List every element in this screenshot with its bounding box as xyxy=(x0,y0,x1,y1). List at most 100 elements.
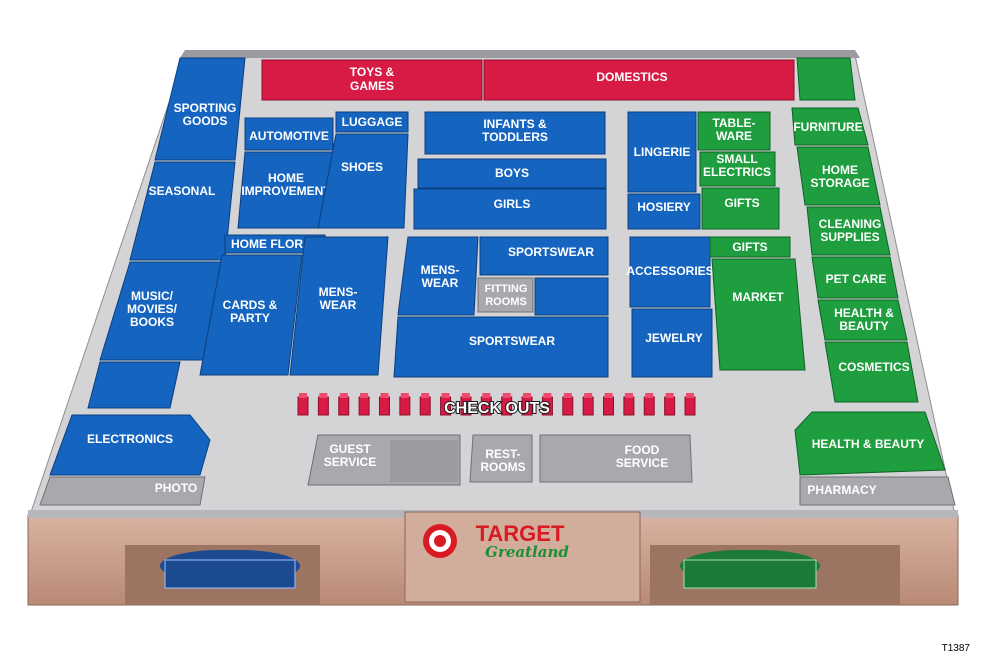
checkout-lane xyxy=(521,393,533,416)
restrooms[interactable]: REST-ROOMS xyxy=(469,434,533,483)
dept-sportswear-top[interactable]: SPORTSWEAR xyxy=(479,236,609,276)
checkout-lane xyxy=(684,393,696,416)
target-logo: TARGET Greatland xyxy=(423,521,569,561)
dept-hosiery[interactable]: HOSIERY xyxy=(627,193,701,230)
dept-music-movies-books[interactable]: MUSIC/MOVIES/BOOKS xyxy=(99,261,226,361)
checkout-lane xyxy=(582,393,594,416)
logo-brand: TARGET xyxy=(476,521,565,546)
dept-mens-wear-center[interactable]: MENS-WEAR xyxy=(397,236,479,316)
dept-toys-games[interactable]: TOYS &GAMES xyxy=(261,59,483,101)
dept-infants-toddlers-label: INFANTS &TODDLERS xyxy=(482,117,548,144)
sportswear-side-block xyxy=(534,277,609,316)
dept-photo[interactable]: PHOTO xyxy=(39,476,206,506)
checkout-lane xyxy=(358,393,370,416)
checkout-lane xyxy=(480,393,492,416)
checkout-lane xyxy=(460,393,472,416)
dept-girls-label: GIRLS xyxy=(494,197,531,211)
dept-sportswear-bottom-label: SPORTSWEAR xyxy=(469,334,555,348)
dept-health-beauty-right[interactable]: HEALTH &BEAUTY xyxy=(817,299,908,341)
reference-code: T1387 xyxy=(941,643,970,654)
dept-cosmetics[interactable]: COSMETICS xyxy=(824,341,919,403)
dept-infants-toddlers[interactable]: INFANTS &TODDLERS xyxy=(424,111,606,155)
dept-electronics-label: ELECTRONICS xyxy=(87,432,173,446)
dept-boys-label: BOYS xyxy=(495,166,529,180)
dept-hosiery-label: HOSIERY xyxy=(637,200,691,214)
dept-pet-care[interactable]: PET CARE xyxy=(811,256,899,299)
dept-cards-party-label: CARDS &PARTY xyxy=(223,298,278,325)
dept-automotive-label: AUTOMOTIVE xyxy=(249,129,329,143)
dept-sportswear-bottom[interactable]: SPORTSWEAR xyxy=(393,316,609,378)
dept-furniture[interactable]: FURNITURE xyxy=(791,107,869,146)
dept-market-label: MARKET xyxy=(732,290,784,304)
checkout-lane xyxy=(643,393,655,416)
dept-shoes-label: SHOES xyxy=(341,160,383,174)
logo-sub: Greatland xyxy=(485,543,569,561)
restrooms-label: REST-ROOMS xyxy=(480,447,525,474)
dept-cards-party[interactable]: CARDS &PARTY xyxy=(199,254,303,376)
dept-pharmacy[interactable]: PHARMACY xyxy=(799,476,956,506)
dept-furniture-label: FURNITURE xyxy=(793,120,862,134)
dept-gifts-upper-label: GIFTS xyxy=(724,196,759,210)
dept-luggage-label: LUGGAGE xyxy=(342,115,403,129)
dept-pet-care-label: PET CARE xyxy=(826,272,887,286)
checkout-lane xyxy=(664,393,676,416)
checkout-lane xyxy=(419,393,431,416)
checkout-lane xyxy=(399,393,411,416)
dept-gifts-lower-label: GIFTS xyxy=(732,240,767,254)
back-wall xyxy=(180,50,860,58)
dept-electronics[interactable]: ELECTRONICS xyxy=(49,414,211,476)
dept-mens-wear-left[interactable]: MENS-WEAR xyxy=(289,236,389,376)
dept-cosmetics-label: COSMETICS xyxy=(838,360,909,374)
dept-accessories-label: ACCESSORIES xyxy=(626,264,713,278)
dept-domestics[interactable]: DOMESTICS xyxy=(483,59,795,101)
dept-home-floral-label: HOME FLORAL xyxy=(231,237,319,251)
dept-mens-wear-left-label: MENS-WEAR xyxy=(319,285,358,312)
dept-home-floral[interactable]: HOME FLORAL xyxy=(224,234,326,254)
right-corner-block xyxy=(796,57,856,101)
dept-boys[interactable]: BOYS xyxy=(417,158,607,189)
dept-domestics-label: DOMESTICS xyxy=(596,70,667,84)
dept-tableware-label: TABLE-WARE xyxy=(712,116,755,143)
dept-accessories[interactable]: ACCESSORIES xyxy=(626,236,714,308)
dept-toys-games-label: TOYS &GAMES xyxy=(350,65,395,93)
checkout-lane xyxy=(541,393,553,416)
checkout-lane xyxy=(378,393,390,416)
checkouts-label: CHECK OUTS xyxy=(444,400,550,417)
checkout-lane xyxy=(562,393,574,416)
checkout-lane xyxy=(623,393,635,416)
dept-lingerie[interactable]: LINGERIE xyxy=(627,111,697,193)
checkout-lane xyxy=(603,393,615,416)
dept-gifts-upper[interactable]: GIFTS xyxy=(701,187,780,230)
dept-jewelry[interactable]: JEWELRY xyxy=(631,308,713,378)
dept-gifts-lower[interactable]: GIFTS xyxy=(709,236,791,258)
dept-market[interactable]: MARKET xyxy=(711,258,806,371)
dept-health-beauty-right-label: HEALTH &BEAUTY xyxy=(834,306,894,333)
dept-automotive[interactable]: AUTOMOTIVE xyxy=(244,117,334,151)
dept-health-beauty-front[interactable]: HEALTH & BEAUTY xyxy=(794,411,946,476)
dept-lingerie-label: LINGERIE xyxy=(634,145,691,159)
dept-girls[interactable]: GIRLS xyxy=(413,188,607,230)
checkout-lane xyxy=(338,393,350,416)
dept-shoes[interactable]: SHOES xyxy=(317,133,409,229)
left-wall-extra-block xyxy=(87,361,181,409)
dept-luggage[interactable]: LUGGAGE xyxy=(335,111,409,133)
dept-jewelry-label: JEWELRY xyxy=(645,331,703,345)
dept-tableware[interactable]: TABLE-WARE xyxy=(697,111,771,151)
